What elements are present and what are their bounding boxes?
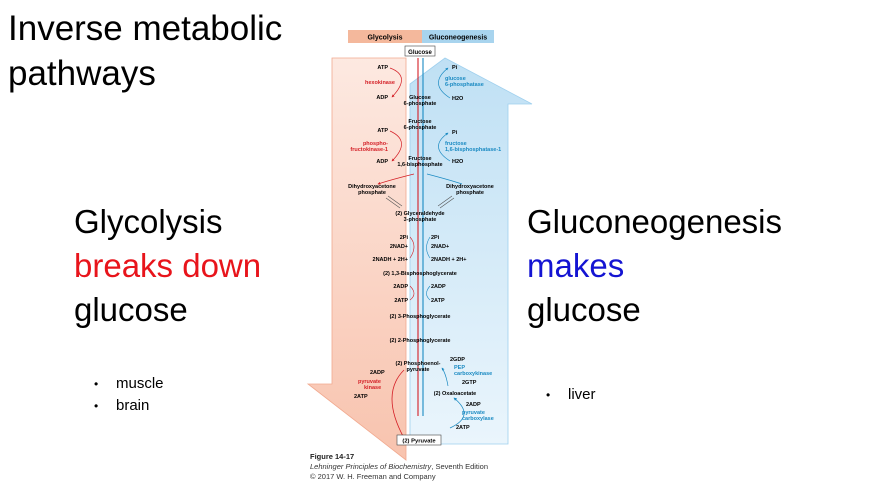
atp1: ATP <box>377 65 388 71</box>
pyruvate-label: (2) Pyruvate <box>402 439 436 445</box>
g6pase-line1: glucose <box>445 76 466 82</box>
dhap-right-line2: phosphate <box>456 190 484 196</box>
oaa-label: (2) Oxaloacetate <box>434 391 477 397</box>
header-glycolysis-label: Glycolysis <box>367 35 402 42</box>
book-line: Lehninger Principles of Biochemistry, Se… <box>310 462 488 472</box>
header-gluconeogenesis-label: Gluconeogenesis <box>429 35 487 42</box>
bullet-muscle: muscle <box>94 373 164 395</box>
figure-number: Figure 14-17 <box>310 452 355 461</box>
fbpase-line1: fructose <box>445 141 467 147</box>
gdp-label: 2GDP <box>450 357 465 363</box>
pk-line2: kinase <box>364 385 381 391</box>
f16bp-line2: 1,6-bisphosphate <box>397 162 442 168</box>
f16bp-line1: Fructose <box>408 156 431 162</box>
breaks-down-phrase: breaks down <box>74 247 262 284</box>
pg2-label: (2) 2-Phosphoglycerate <box>390 338 451 344</box>
gluconeogenesis-statement: Gluconeogenesis makes glucose <box>527 200 782 332</box>
adp1: ADP <box>376 95 388 101</box>
dhap-right-line1: Dihydroxyacetone <box>446 184 494 190</box>
pfk-line2: fructokinase-1 <box>350 147 388 153</box>
pfk-line1: phospho- <box>363 141 388 147</box>
pi1: Pi <box>452 65 458 71</box>
header-gluconeogenesis-bar <box>422 30 494 43</box>
slide-title: Inverse metabolic pathways <box>8 9 283 93</box>
f6p-line1: Fructose <box>408 119 431 125</box>
makes-phrase: makes <box>527 247 625 284</box>
dhap-left-line2: phosphate <box>358 190 386 196</box>
pi2: Pi <box>452 130 458 136</box>
book-title: Lehninger Principles of Biochemistry <box>310 462 432 471</box>
gluconeogenesis-tissue-list: liver <box>546 384 596 406</box>
glucose-word-right: glucose <box>527 291 641 328</box>
glycolysis-tissue-list: muscle brain <box>94 373 164 417</box>
pep-line1: (2) Phosphoenol- <box>396 361 441 367</box>
h2o1: H2O <box>452 96 464 102</box>
figure-caption: Figure 14-17 Lehninger Principles of Bio… <box>310 452 488 482</box>
adp3-left: 2ADP <box>393 284 408 290</box>
gtp-label: 2GTP <box>462 380 477 386</box>
bullet-liver: liver <box>546 384 596 406</box>
fbpase-line2: 1,6-bisphosphatase-1 <box>445 147 501 153</box>
nad-right: 2NAD+ <box>431 244 449 250</box>
pi-right: 2Pi <box>431 235 440 241</box>
pg3-label: (2) 3-Phosphoglycerate <box>390 314 451 320</box>
atp4-label: 2ATP <box>354 394 368 400</box>
pc-line2: carboxylase <box>462 416 494 422</box>
gap-line2: 3-phosphate <box>404 217 437 223</box>
glycolysis-word: Glycolysis <box>74 203 223 240</box>
nadh-left: 2NADH + 2H+ <box>373 257 408 263</box>
pi-left: 2Pi <box>400 235 409 241</box>
g6pase-line2: 6-phosphatase <box>445 82 484 88</box>
nadh-right: 2NADH + 2H+ <box>431 257 466 263</box>
atp3-right: 2ATP <box>431 298 445 304</box>
hexokinase-label: hexokinase <box>365 80 395 86</box>
dhap-left-line1: Dihydroxyacetone <box>348 184 396 190</box>
pep-line2: pyruvate <box>407 367 430 373</box>
pepck-line1: PEP <box>454 365 465 371</box>
nad-left: 2NAD+ <box>390 244 408 250</box>
book-edition: , Seventh Edition <box>431 462 489 471</box>
h2o2: H2O <box>452 159 464 165</box>
gap-line1: (2) Glyceraldehyde <box>395 211 444 217</box>
adp3-right: 2ADP <box>431 284 446 290</box>
f6p-line2: 6-phosphate <box>404 125 437 131</box>
g6p-line2: 6-phosphate <box>404 101 437 107</box>
glucose-box <box>404 45 436 57</box>
atp5-label: 2ATP <box>456 425 470 431</box>
adp2: ADP <box>376 159 388 165</box>
glucose-label: Glucose <box>408 50 432 56</box>
bullet-brain: brain <box>94 395 164 417</box>
header-glycolysis-bar <box>348 30 422 43</box>
bpg-label: (2) 1,3-Bisphosphoglycerate <box>383 271 457 277</box>
pk-line1: pyruvate <box>358 379 381 385</box>
adp4-label: 2ADP <box>370 370 385 376</box>
pc-line1: pyruvate <box>462 410 485 416</box>
gluconeogenesis-word: Gluconeogenesis <box>527 203 783 240</box>
glycolysis-big-arrow <box>306 57 407 461</box>
pyruvate-box <box>396 434 442 446</box>
glucose-word-left: glucose <box>74 291 188 328</box>
pepck-line2: carboxykinase <box>454 371 492 377</box>
atp2: ATP <box>377 128 388 134</box>
atp3-left: 2ATP <box>394 298 408 304</box>
adp5-label: 2ADP <box>466 402 481 408</box>
copyright-line: © 2017 W. H. Freeman and Company <box>310 472 436 481</box>
glycolysis-statement: Glycolysis breaks down glucose <box>74 200 261 332</box>
gluconeogenesis-big-arrow <box>409 57 533 445</box>
pathway-figure: Glycolysis Gluconeogenesis Glucose ATP h… <box>306 30 533 461</box>
g6p-line1: Glucose <box>409 95 431 101</box>
